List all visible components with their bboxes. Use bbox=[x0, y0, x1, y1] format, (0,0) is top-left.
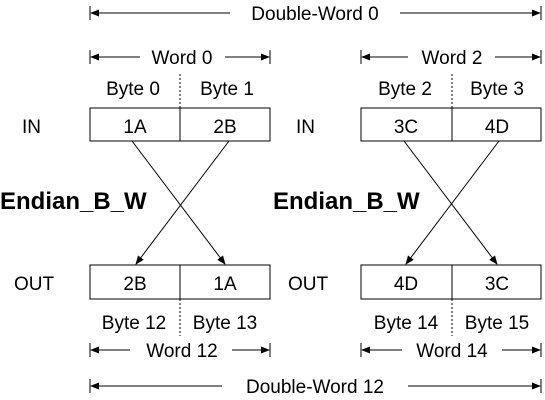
in-cell-1a: 1A bbox=[123, 117, 147, 138]
out-cell-4d: 4D bbox=[394, 274, 418, 295]
left-group: Word 0 Byte 0 Byte 1 IN 1A 2B Endian_B_W… bbox=[0, 48, 271, 362]
in-cell-4d: 4D bbox=[485, 117, 509, 138]
byte-13-label: Byte 13 bbox=[193, 313, 257, 334]
byte-1-label: Byte 1 bbox=[200, 79, 254, 100]
byte-0-label: Byte 0 bbox=[106, 79, 160, 100]
byte-3-label: Byte 3 bbox=[470, 79, 524, 100]
word-2-label: Word 2 bbox=[422, 48, 483, 69]
byte-12-label: Byte 12 bbox=[102, 313, 166, 334]
swap-arrow-left-b bbox=[135, 140, 230, 265]
in-cell-2b: 2B bbox=[213, 117, 236, 138]
out-label-left: OUT bbox=[14, 274, 55, 295]
double-word-top-dimension: Double-Word 0 bbox=[89, 4, 542, 25]
double-word-bottom-dimension: Double-Word 12 bbox=[89, 377, 542, 398]
in-cell-3c: 3C bbox=[394, 117, 418, 138]
out-register-right bbox=[360, 264, 542, 300]
byte-2-label: Byte 2 bbox=[378, 79, 432, 100]
in-register-right bbox=[360, 107, 542, 142]
word-14-label: Word 14 bbox=[416, 341, 488, 362]
word-12-label: Word 12 bbox=[146, 341, 217, 362]
in-label-left: IN bbox=[22, 117, 41, 138]
swap-arrow-left-a bbox=[131, 140, 226, 265]
out-cell-2b: 2B bbox=[123, 274, 146, 295]
byte-14-label: Byte 14 bbox=[374, 313, 439, 334]
in-label-right: IN bbox=[296, 117, 315, 138]
out-cell-3c: 3C bbox=[485, 274, 509, 295]
right-group: Word 2 Byte 2 Byte 3 IN 3C 4D Endian_B_W… bbox=[273, 48, 542, 362]
endian-label-right: Endian_B_W bbox=[273, 188, 420, 215]
swap-arrow-right-b bbox=[405, 140, 500, 265]
swap-arrow-right-a bbox=[403, 140, 498, 265]
out-cell-1a: 1A bbox=[213, 274, 237, 295]
out-label-right: OUT bbox=[288, 274, 329, 295]
word-0-label: Word 0 bbox=[152, 48, 213, 69]
double-word-top-label: Double-Word 0 bbox=[251, 4, 378, 25]
byte-15-label: Byte 15 bbox=[465, 313, 529, 334]
double-word-bottom-label: Double-Word 12 bbox=[246, 377, 384, 398]
endian-label-left: Endian_B_W bbox=[0, 188, 147, 215]
